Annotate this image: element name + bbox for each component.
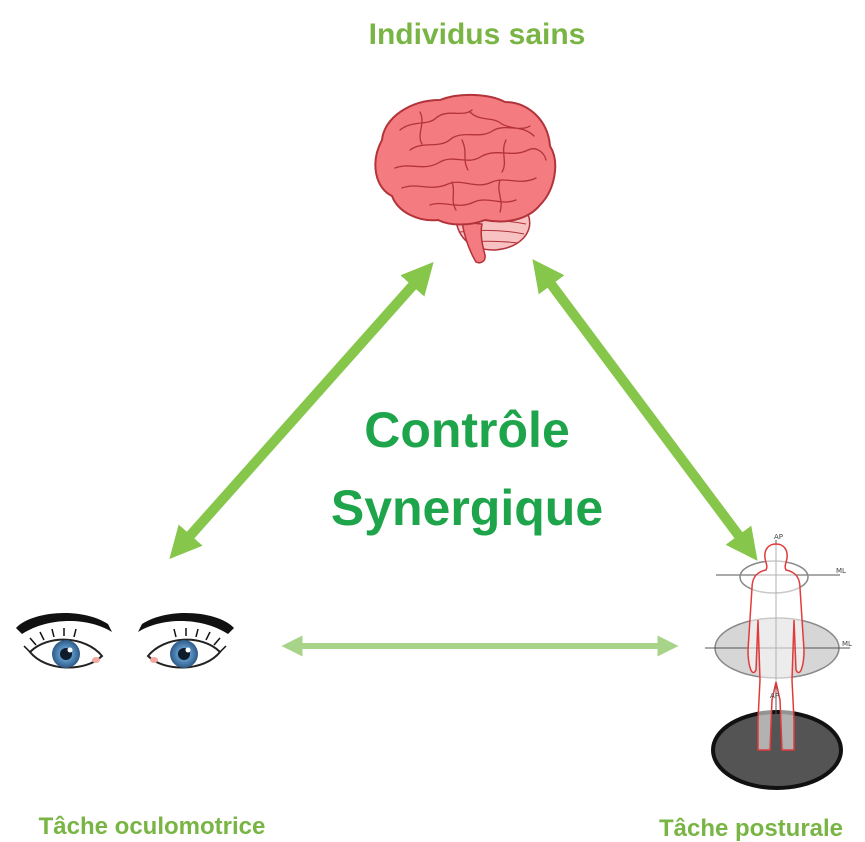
eyes-icon xyxy=(16,612,234,669)
left-task-label: Tâche oculomotrice xyxy=(39,813,266,840)
left-eye-icon xyxy=(16,612,112,669)
standing-body-icon: AP ML ML AP xyxy=(705,533,852,790)
right-task-label: Tâche posturale xyxy=(659,815,843,842)
axis-label-ap-lower: AP xyxy=(770,692,779,700)
arrow-brain-posture xyxy=(532,259,758,561)
right-eye-icon xyxy=(138,612,234,669)
brain-icon xyxy=(374,93,557,264)
arrow-brain-eyes xyxy=(169,262,434,559)
title-label: Individus sains xyxy=(369,18,586,51)
force-platform-icon xyxy=(711,710,843,790)
center-label-line1: Contrôle xyxy=(364,402,570,458)
center-label-line2: Synergique xyxy=(331,480,603,536)
axis-label-ml-lower: ML xyxy=(842,640,852,648)
axis-label-ap-top: AP xyxy=(774,533,783,541)
axis-label-ml-upper: ML xyxy=(836,567,846,575)
